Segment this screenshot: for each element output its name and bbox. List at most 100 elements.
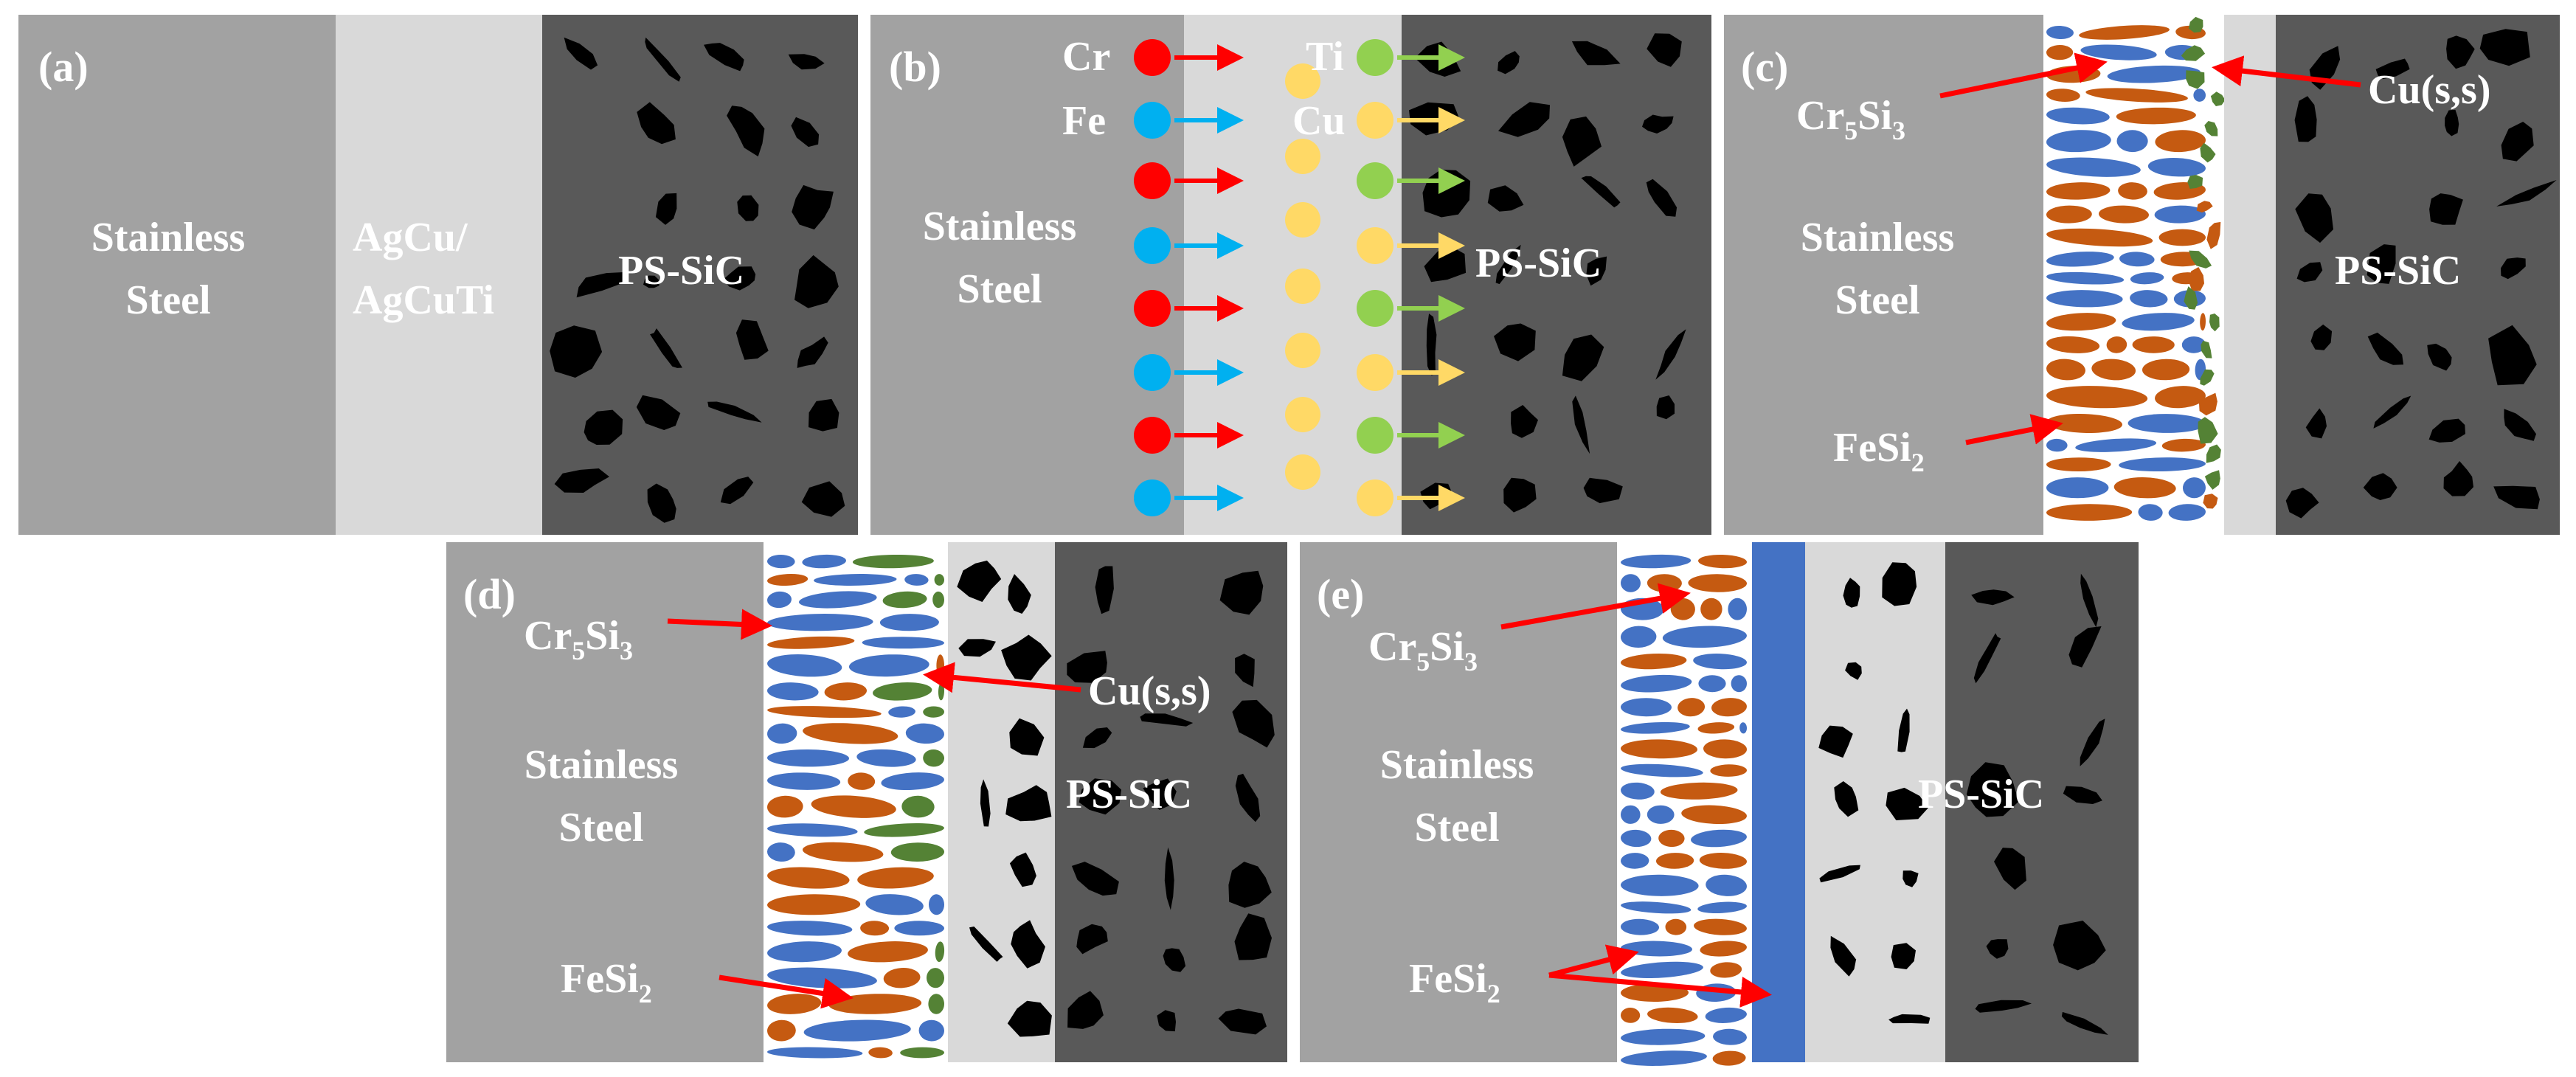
fesi2-grain — [767, 573, 809, 586]
panel-e-steel-line1: Stainless — [1380, 742, 1534, 788]
sic-particle — [554, 468, 609, 493]
cuss-grain — [2196, 201, 2213, 213]
sic-particle — [1562, 334, 1604, 381]
sic-particle — [1082, 727, 1112, 749]
cr5si3-grain — [767, 723, 797, 744]
sic-particle — [2285, 488, 2319, 519]
cr5si3-grain — [1621, 721, 1690, 734]
cr5si3-grain — [814, 574, 897, 586]
sic-particle — [2366, 244, 2396, 284]
sic-particle — [1007, 1000, 1052, 1037]
fesi2-grain — [2091, 359, 2136, 381]
sic-particle — [1642, 114, 1674, 134]
fesi2-grain — [767, 706, 882, 718]
cuss-grain — [2200, 142, 2216, 163]
cr5si3-grain — [767, 591, 792, 609]
sic-particle — [2367, 332, 2404, 365]
sic-particle — [1571, 41, 1621, 66]
fesi2-grain — [1699, 853, 1747, 869]
panel-e-grains — [1621, 554, 1748, 1066]
cu-atom — [1285, 63, 1320, 99]
fesi2-grain — [848, 772, 876, 790]
sic-particle — [1583, 477, 1623, 504]
ti-atom — [1357, 290, 1393, 327]
sic-particle — [1067, 651, 1107, 683]
sic-particle — [2061, 1011, 2108, 1035]
cuss-grain — [2188, 16, 2203, 33]
cr-atom — [1134, 290, 1171, 327]
cr5si3-grain — [767, 941, 842, 963]
cr5si3-grain — [767, 842, 795, 862]
sic-particle — [969, 927, 1003, 962]
cr5si3-grain — [1693, 653, 1747, 670]
sic-particle — [1882, 562, 1917, 606]
sic-particle — [1994, 848, 2026, 890]
sic-particle — [1888, 1014, 1931, 1024]
cuss-grain — [901, 795, 935, 818]
sic-particle — [1646, 179, 1677, 217]
sic-particle — [704, 43, 744, 72]
cr5si3-grain — [2119, 252, 2155, 267]
cr5si3-grain — [2046, 252, 2114, 267]
cr5si3-grain — [802, 554, 846, 569]
cr5si3-grain — [2046, 130, 2111, 153]
cr5si3-grain — [1621, 763, 1703, 778]
cr5si3-grain — [1705, 1007, 1747, 1023]
sic-particle — [791, 117, 820, 148]
sic-particle — [1218, 1008, 1267, 1035]
panel-c-sic-particles — [2285, 29, 2557, 519]
panel-d-steel-line1: Stainless — [524, 742, 679, 788]
sic-particle — [2504, 409, 2536, 441]
cr5si3-grain — [848, 654, 929, 677]
sic-particle — [2373, 395, 2411, 429]
panel-b-fe-label: Fe — [1062, 98, 1106, 144]
cr5si3-grain — [1697, 901, 1747, 914]
fesi2-grain — [2046, 413, 2122, 434]
cr5si3-grain — [1698, 675, 1726, 693]
sic-particle — [1655, 329, 1686, 380]
cuss-grain — [2184, 286, 2198, 310]
sic-particle — [1845, 662, 1862, 680]
cr5si3-grain — [767, 921, 853, 936]
panel-b-steel — [870, 15, 1184, 535]
panel-a-steel — [18, 15, 336, 535]
cr5si3-grain — [2183, 477, 2206, 499]
cuss-grain — [890, 842, 944, 862]
sic-particle — [2294, 96, 2317, 142]
cu-atom — [1285, 139, 1320, 174]
cr5si3-grain — [856, 749, 916, 767]
sic-particle — [1426, 314, 1437, 375]
cr5si3-grain — [798, 591, 877, 609]
fesi2-grain — [883, 968, 921, 988]
cuss-grain — [852, 554, 934, 569]
cr5si3-grain — [2193, 89, 2206, 102]
cr5si3-grain — [767, 823, 858, 837]
sic-particle — [1902, 870, 1919, 887]
cu-atom — [1285, 397, 1320, 432]
panel-e-fesi2-label: FeSi2 — [1409, 956, 1500, 1008]
panel-c-fesi2-arrow — [1965, 414, 2063, 446]
cuss-grain — [928, 994, 945, 1014]
sic-particle — [2296, 262, 2323, 283]
sic-particle — [794, 254, 839, 308]
panel-b-ti-label: Ti — [1306, 34, 1344, 80]
fesi2-grain — [2113, 477, 2176, 499]
sic-particle — [1235, 773, 1261, 823]
sic-particle — [584, 409, 623, 445]
cr5si3-grain — [2130, 290, 2168, 308]
cu-atom — [1357, 102, 1393, 139]
sic-particle — [1973, 633, 2001, 684]
panel-a-label: (a) — [38, 43, 89, 91]
sic-particle — [550, 325, 603, 378]
fesi2-grain — [1694, 918, 1747, 935]
fesi2-grain — [2046, 228, 2153, 247]
cuss-grain — [934, 574, 945, 586]
sic-particle — [1228, 862, 1272, 908]
panel-e-braze-particles — [1818, 562, 1931, 1024]
fesi2-grain — [1621, 739, 1697, 759]
cr5si3-grain — [1621, 829, 1652, 848]
cr5si3-grain — [881, 772, 944, 791]
cuss-grain — [2181, 45, 2206, 61]
sic-particle — [792, 184, 834, 230]
fesi2-grain — [1710, 764, 1747, 777]
